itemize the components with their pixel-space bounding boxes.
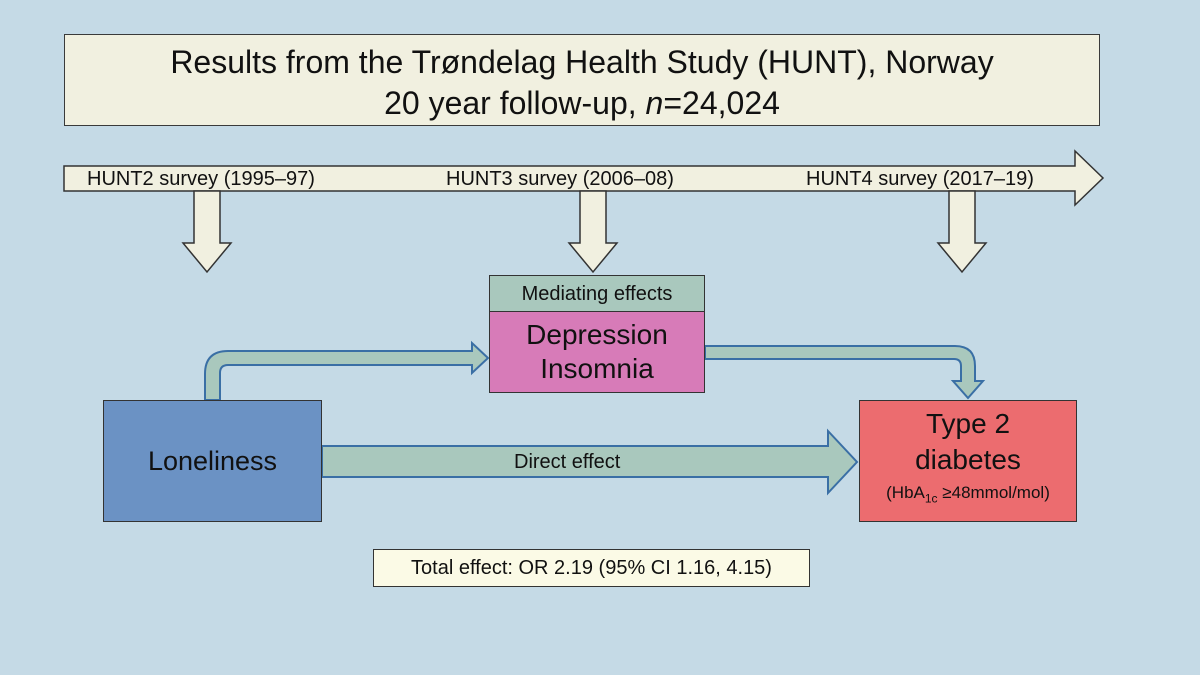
total-effect-box: Total effect: OR 2.19 (95% CI 1.16, 4.15… bbox=[373, 549, 810, 587]
outcome-criterion: (HbA1c ≥48mmol/mol) bbox=[860, 483, 1076, 505]
sample-size-symbol: n bbox=[645, 85, 664, 121]
survey-label-hunt4: HUNT4 survey (2017–19) bbox=[806, 168, 1034, 190]
mediators-box: Depression Insomnia bbox=[489, 311, 705, 393]
outcome-line-2: diabetes bbox=[915, 444, 1021, 475]
criterion-suffix: ≥48mmol/mol) bbox=[937, 483, 1050, 502]
hunt2-down-arrow bbox=[181, 190, 233, 274]
direct-effect-arrow bbox=[321, 428, 859, 496]
outcome-line-1: Type 2 bbox=[925, 408, 1011, 439]
title-box: Results from the Trøndelag Health Study … bbox=[64, 34, 1100, 126]
hunt3-down-arrow bbox=[567, 190, 619, 274]
loneliness-box: Loneliness bbox=[103, 400, 322, 522]
direct-effect-label: Direct effect bbox=[514, 451, 621, 473]
mediating-effects-header: Mediating effects bbox=[489, 275, 705, 312]
mediator-depression: Depression bbox=[526, 319, 668, 350]
hunt4-down-arrow bbox=[936, 190, 988, 274]
timeline-arrow bbox=[63, 149, 1105, 207]
title-line-2-prefix: 20 year follow-up, bbox=[384, 85, 646, 121]
survey-label-hunt2: HUNT2 survey (1995–97) bbox=[87, 168, 315, 190]
survey-label-hunt3: HUNT3 survey (2006–08) bbox=[446, 168, 674, 190]
criterion-subscript: 1c bbox=[924, 491, 938, 506]
title-line-1: Results from the Trøndelag Health Study … bbox=[170, 44, 994, 80]
diabetes-box: Type 2 diabetes (HbA1c ≥48mmol/mol) bbox=[859, 400, 1077, 522]
mediator-insomnia: Insomnia bbox=[540, 353, 654, 384]
mediators-to-diabetes-arrow bbox=[704, 345, 986, 400]
loneliness-to-mediators-arrow bbox=[204, 340, 490, 401]
sample-size-value: =24,024 bbox=[663, 85, 780, 121]
title-line-2: 20 year follow-up, n=24,024 bbox=[65, 85, 1099, 122]
criterion-prefix: (HbA bbox=[886, 483, 925, 502]
